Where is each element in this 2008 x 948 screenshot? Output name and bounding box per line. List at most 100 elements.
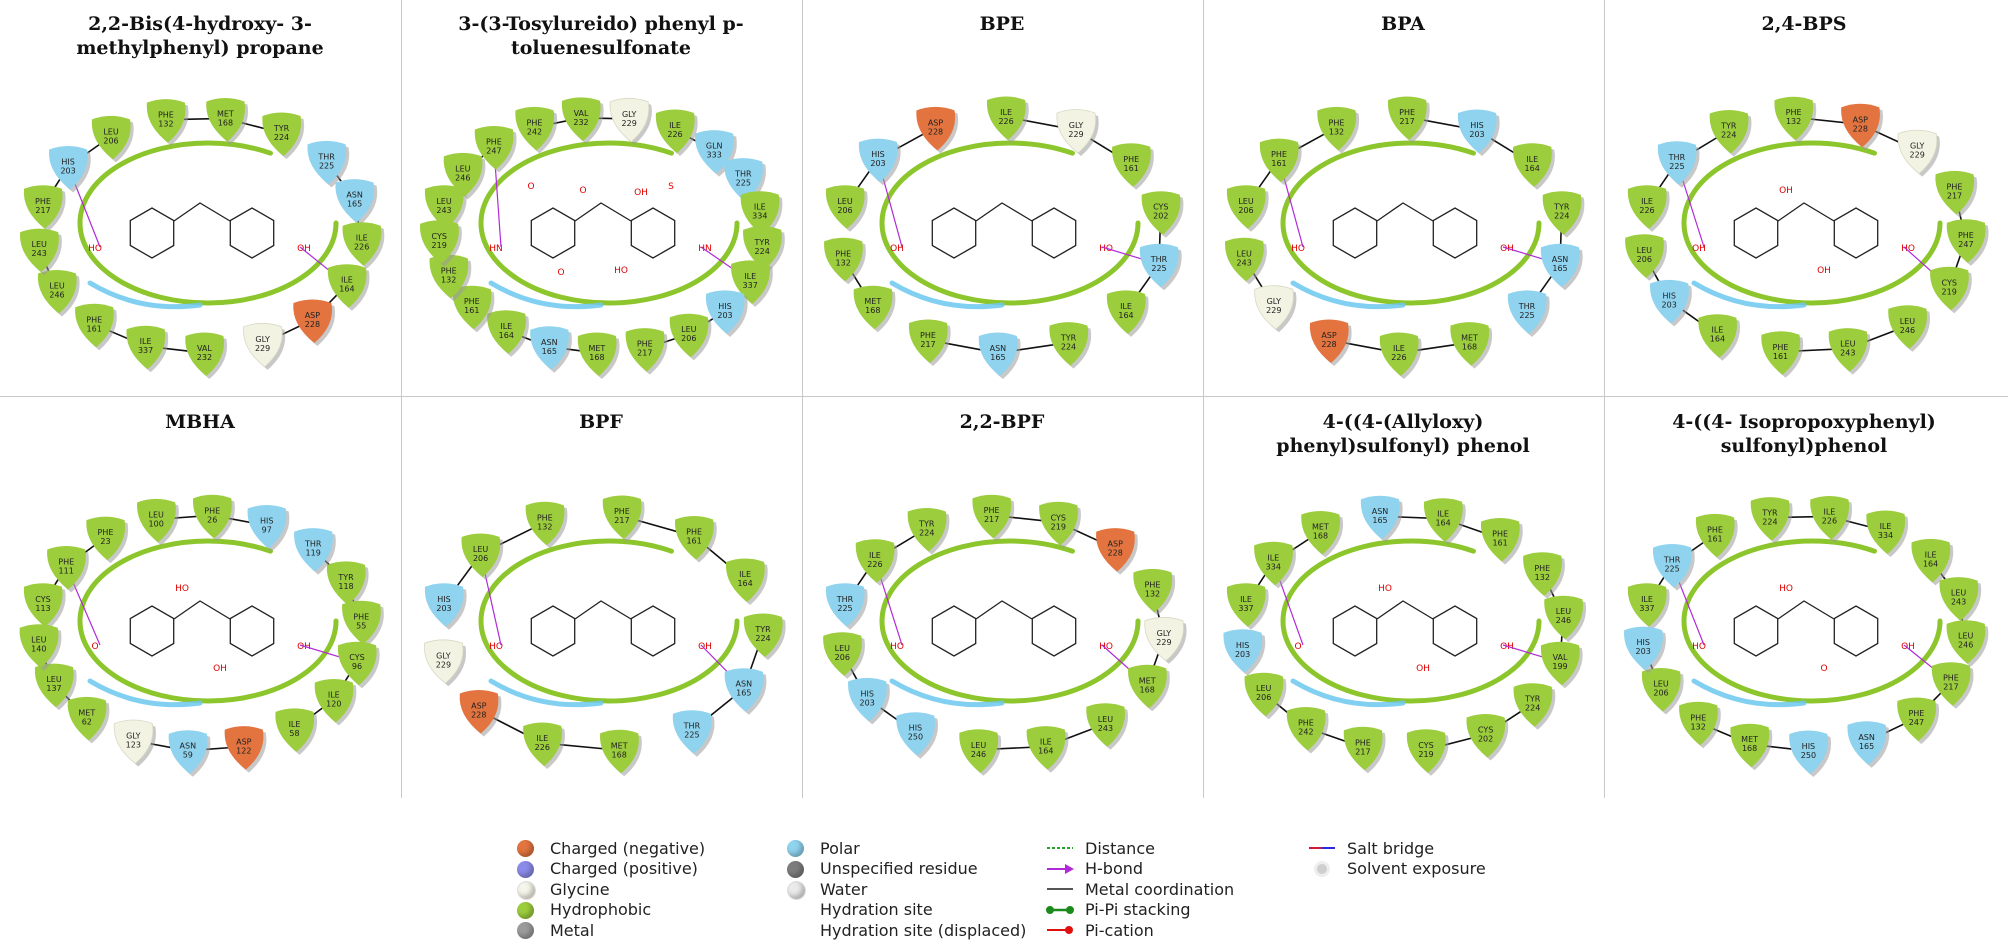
residue-name: CYS	[349, 653, 364, 662]
residue-number: 229	[255, 344, 270, 353]
residue-name: ILE	[1711, 326, 1723, 335]
residue-shape	[37, 270, 77, 314]
residue-name: GLY	[255, 335, 270, 344]
residue-number: 203	[870, 159, 885, 168]
residue-name: MET	[217, 110, 234, 119]
residue-number: 161	[686, 537, 701, 546]
legend-item-polar: Polar	[780, 838, 1026, 859]
residue-name: PHE	[204, 506, 220, 515]
legend-swatch	[780, 879, 810, 901]
residue-name: TYR	[273, 124, 290, 133]
residue-number: 250	[1801, 751, 1816, 760]
residue-shape	[1106, 290, 1146, 334]
residue-number: 206	[1653, 689, 1668, 698]
legend-swatch	[510, 838, 540, 858]
residue-shape	[725, 558, 765, 602]
ligand-ring	[1733, 605, 1779, 657]
residue-name: PHE	[98, 528, 114, 537]
residue-name: ILE	[1040, 738, 1052, 747]
ligand-atom-o: O	[1820, 664, 1827, 674]
residue-number: 226	[998, 117, 1013, 126]
residue-name: ILE	[1120, 302, 1132, 311]
residue-shape	[185, 332, 225, 376]
ligand-atom-s: S	[668, 182, 674, 192]
ligand-structure	[931, 202, 1077, 259]
ligand-ring	[530, 605, 576, 657]
residue-number: 62	[82, 717, 92, 726]
residue-shape	[1888, 305, 1928, 349]
residue-name: ILE	[341, 276, 353, 285]
residue-shape	[1056, 109, 1097, 154]
residue-number: 164	[1435, 519, 1450, 528]
residue-name: ILE	[1641, 595, 1653, 604]
residue-number: 132	[158, 120, 173, 129]
residue-shape	[1750, 497, 1790, 541]
residue-shape	[1225, 237, 1264, 282]
residue-number: 224	[755, 247, 770, 256]
ligand-atom-ho: HO	[1779, 584, 1793, 594]
ligand-atom-hn: HN	[698, 244, 712, 254]
residue-number: 132	[1691, 722, 1706, 731]
residue-name: GLY	[1267, 297, 1282, 306]
residue-shape	[625, 328, 665, 372]
residue-shape	[126, 325, 166, 370]
residue-number: 232	[197, 353, 212, 362]
residue-name: THR	[836, 595, 854, 604]
residue-name: ASN	[990, 344, 1007, 353]
residue-number: 337	[1639, 604, 1654, 613]
residue-number: 161	[1492, 539, 1507, 548]
residue-shape	[1254, 285, 1294, 330]
legend-item-glycine: Glycine	[510, 879, 705, 901]
residue-name: PHE	[1707, 525, 1723, 534]
legend-item-h-bond: H-bond	[1045, 859, 1234, 880]
residue-number: 132	[1786, 117, 1801, 126]
residue-name: PHE	[158, 111, 174, 120]
residue-number: 243	[436, 206, 451, 215]
ligand-structure	[931, 600, 1077, 657]
residue-number: 334	[1266, 562, 1281, 571]
residue-shape	[243, 322, 283, 368]
residue-name: ILE	[1267, 553, 1279, 562]
ligand-atom-oh: OH	[1779, 186, 1793, 196]
ligand-linker	[975, 600, 1033, 620]
residue-number: 225	[736, 179, 751, 188]
residue-number: 217	[920, 340, 935, 349]
legend-dot	[787, 860, 804, 878]
pocket-outline	[1280, 140, 1542, 306]
residue-number: 165	[990, 353, 1005, 362]
residue-shape	[75, 303, 114, 348]
residue-shape	[342, 222, 382, 266]
residue-number: 165	[1552, 264, 1567, 273]
legend-line-symbol	[1309, 847, 1335, 850]
legend-dot	[517, 860, 534, 878]
residue-shape	[530, 326, 569, 370]
residue-name: PHE	[1492, 530, 1508, 539]
residue-name: PHE	[1958, 231, 1974, 240]
residue-number: 242	[1298, 728, 1313, 737]
residue-number: 206	[473, 554, 488, 563]
residue-shape	[1301, 511, 1341, 555]
residue-number: 219	[432, 241, 447, 250]
